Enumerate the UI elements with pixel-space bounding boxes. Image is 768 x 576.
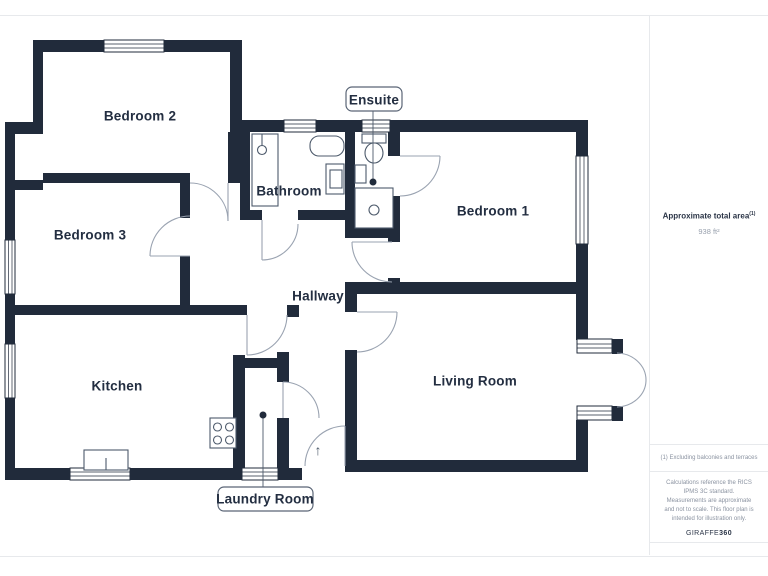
- disclaimer-text: Calculations reference the RICS IPMS 3C …: [664, 479, 754, 522]
- door-bedroom2: [189, 182, 229, 222]
- total-area-block: Approximate total area(1) 938 ft²: [650, 211, 768, 236]
- door-entrance: [304, 425, 346, 467]
- doors: [149, 155, 647, 467]
- door-ensuite-bedroom1: [399, 155, 441, 197]
- window-bay-bottom: [576, 405, 613, 421]
- content-frame: [0, 15, 768, 557]
- area-footnote: (1) Excluding balconies and terraces: [650, 444, 768, 472]
- total-area-superscript: (1): [749, 211, 756, 217]
- window-laundry: [241, 467, 279, 481]
- info-sidebar: Approximate total area(1) 938 ft² (1) Ex…: [649, 15, 768, 555]
- callout-ensuite: Ensuite: [345, 86, 403, 186]
- toilet-icon-ensuite: [361, 133, 387, 164]
- stove-icon-kitchen: [209, 417, 237, 449]
- window-bay-top: [576, 338, 613, 354]
- room-label-bedroom3: Bedroom 3: [54, 228, 127, 243]
- window-ensuite: [361, 119, 391, 133]
- brand-name: GIRAFFE: [685, 529, 720, 537]
- door-kitchen: [246, 314, 288, 356]
- door-bathroom: [261, 220, 299, 261]
- sink-icon-kitchen: [83, 449, 129, 471]
- entrance-arrow-icon: ↑: [315, 442, 322, 458]
- door-bedroom1: [351, 241, 393, 283]
- legal-block: Calculations reference the RICS IPMS 3C …: [650, 473, 768, 543]
- room-label-living-room: Living Room: [433, 374, 517, 389]
- callout-label-laundry-room: Laundry Room: [216, 492, 314, 507]
- callout-label-ensuite: Ensuite: [349, 93, 399, 108]
- door-french-bay: [616, 352, 647, 408]
- callout-laundry-room: Laundry Room: [216, 411, 314, 512]
- windows: [4, 39, 613, 481]
- shower-icon-ensuite: [354, 187, 394, 229]
- door-bedroom3: [149, 215, 191, 257]
- window-kitchen-left: [4, 343, 16, 399]
- window-bedroom3-upper: [4, 239, 16, 295]
- room-label-bedroom2: Bedroom 2: [104, 109, 176, 124]
- room-labels: Bedroom 2 Bedroom 3 Bathroom Bedroom 1 H…: [54, 109, 530, 394]
- room-label-hallway: Hallway: [292, 289, 344, 304]
- sink-icon-bathroom: [325, 163, 345, 195]
- bathtub-icon: [309, 135, 345, 157]
- window-bathroom: [283, 119, 317, 133]
- door-laundry: [282, 381, 320, 419]
- room-label-bedroom1: Bedroom 1: [457, 204, 530, 219]
- walls: [5, 40, 623, 480]
- window-bedroom2: [103, 39, 165, 53]
- room-label-kitchen: Kitchen: [92, 379, 143, 394]
- room-label-bathroom: Bathroom: [256, 184, 321, 199]
- total-area-value: 938 ft²: [698, 226, 720, 236]
- total-area-title-text: Approximate total area: [662, 211, 750, 221]
- door-living-room: [356, 311, 398, 353]
- window-bedroom1: [575, 155, 589, 245]
- fixtures: [83, 133, 394, 471]
- total-area-title: Approximate total area(1): [650, 211, 768, 221]
- giraffe360-logo: GIRAFFE360: [686, 530, 732, 537]
- shower-icon-bathroom: [251, 133, 279, 207]
- brand-suffix: 360: [719, 529, 733, 537]
- sink-icon-ensuite: [354, 164, 367, 184]
